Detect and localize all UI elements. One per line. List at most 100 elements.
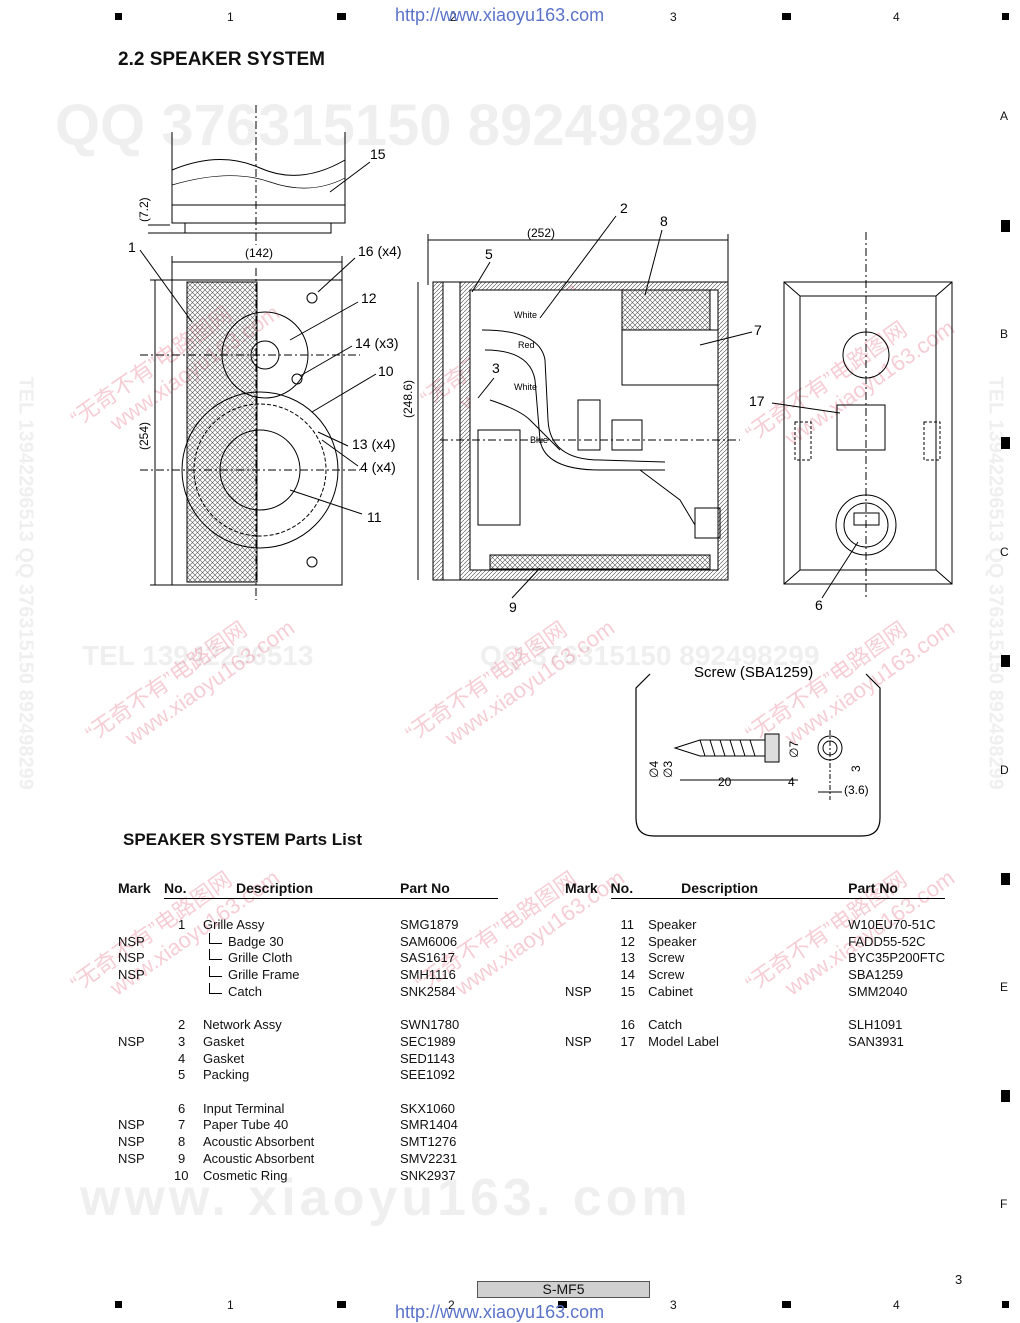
- callout-17: 17: [749, 393, 765, 409]
- part-number: SED1143: [400, 1050, 455, 1066]
- parts-row: [118, 1084, 498, 1101]
- part-description: Cosmetic Ring: [203, 1168, 395, 1185]
- callout-4: 4 (x4): [360, 459, 396, 475]
- screw-dim: 3: [849, 765, 863, 772]
- part-number: SMM2040: [848, 983, 908, 999]
- parts-row: 12 Speaker FADD55-52C: [565, 934, 945, 951]
- header-mark: Mark: [118, 880, 151, 897]
- part-number: [395, 1001, 498, 1018]
- parts-row: [118, 1001, 498, 1018]
- column-marker: [115, 1301, 122, 1308]
- part-mark: [118, 984, 164, 1001]
- part-mark: [118, 1001, 164, 1018]
- part-description: Cabinet: [648, 984, 843, 1001]
- row-marker: [1001, 437, 1010, 449]
- part-number: SEC1989: [400, 1033, 456, 1049]
- part-description: Acoustic Absorbent: [203, 1151, 395, 1168]
- part-description: [203, 1001, 395, 1018]
- part-number: SMG1879: [400, 917, 459, 932]
- column-number: 4: [893, 1298, 900, 1312]
- part-description-text: Gasket: [203, 1050, 245, 1066]
- part-number: [843, 1001, 945, 1018]
- part-mark: NSP: [118, 967, 145, 983]
- part-mark: [118, 1017, 164, 1034]
- part-mark: [565, 1017, 611, 1034]
- part-number: SEE1092: [400, 1067, 455, 1083]
- dim-top-height: (7.2): [137, 197, 151, 222]
- wire-label: White: [514, 382, 537, 392]
- tree-connector: [209, 932, 222, 944]
- callout-10: 10: [378, 363, 394, 379]
- header-partno: Part No: [395, 880, 498, 899]
- part-no: 5: [178, 1067, 186, 1083]
- part-mark: [118, 1084, 164, 1101]
- watermark-mid: QQ 376315150 892498299: [480, 640, 820, 671]
- part-description-text: Grille Cloth: [228, 950, 293, 966]
- part-description-text: Cosmetic Ring: [203, 1167, 288, 1183]
- dim-side-height: (248.6): [401, 380, 415, 418]
- column-marker: [1002, 13, 1009, 20]
- part-number: FADD55-52C: [848, 933, 926, 949]
- watermark-tel: TEL 13942296513: [82, 640, 314, 671]
- tree-connector: [209, 949, 222, 961]
- column-number: 2: [450, 10, 457, 24]
- part-mark: NSP: [565, 983, 592, 999]
- part-number: [395, 1084, 498, 1101]
- part-no: [164, 984, 203, 1001]
- footer-model-box: S-MF5: [477, 1281, 650, 1298]
- part-mark: [118, 1101, 164, 1118]
- part-description-text: Acoustic Absorbent: [203, 1150, 315, 1166]
- part-no: [164, 950, 203, 967]
- header-partno: Part No: [843, 880, 945, 899]
- header-no: No.: [164, 880, 203, 899]
- part-mark: NSP: [565, 1033, 592, 1049]
- part-mark: NSP: [118, 1134, 145, 1150]
- wire-label: White: [514, 310, 537, 320]
- column-marker: [337, 13, 346, 20]
- screw-dim: ∅3: [661, 761, 675, 778]
- part-no: [164, 1084, 203, 1101]
- part-mark: [118, 917, 164, 934]
- column-marker: [1002, 1301, 1009, 1308]
- tree-connector: [209, 982, 222, 994]
- part-number: SNK2584: [400, 983, 456, 999]
- footer-model: S-MF5: [542, 1281, 585, 1297]
- row-marker: [1001, 1090, 1010, 1102]
- part-description: Gasket: [203, 1034, 395, 1051]
- part-no: [164, 1001, 203, 1018]
- footer-url: http://www.xiaoyu163.com: [395, 1302, 605, 1322]
- part-no: 16: [620, 1017, 636, 1033]
- part-description-text: Network Assy: [203, 1017, 282, 1033]
- part-description: Screw: [648, 967, 843, 984]
- part-description-text: Acoustic Absorbent: [203, 1134, 315, 1150]
- part-description: Acoustic Absorbent: [203, 1134, 395, 1151]
- wire-label: Red: [518, 340, 535, 350]
- callout-16: 16 (x4): [358, 243, 402, 259]
- part-description-text: Catch: [228, 983, 262, 999]
- part-number: SWN1780: [400, 1017, 460, 1033]
- part-no: 15: [620, 983, 636, 999]
- row-label: A: [1000, 109, 1009, 123]
- callout-6: 6: [815, 597, 823, 613]
- dim-front-height: (254): [137, 422, 151, 450]
- part-mark: [118, 1168, 164, 1185]
- callout-8: 8: [660, 213, 668, 229]
- wire-label: Blue: [530, 435, 548, 445]
- part-description-text: Speaker: [648, 933, 697, 949]
- column-number: 1: [227, 10, 234, 24]
- screw-dim: 4: [788, 775, 795, 789]
- part-no: 12: [620, 933, 636, 949]
- part-description-text: Input Terminal: [203, 1100, 285, 1116]
- part-mark: NSP: [118, 950, 145, 966]
